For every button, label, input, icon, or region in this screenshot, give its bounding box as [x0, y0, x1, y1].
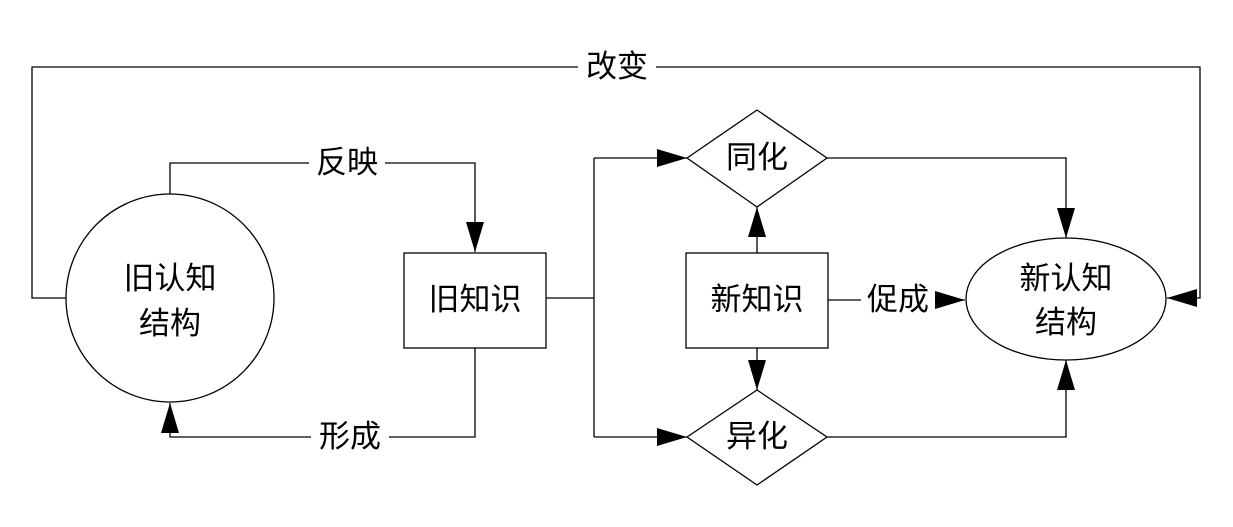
old-cognitive-structure-circle	[65, 193, 275, 403]
old-knowledge-label: 旧知识	[429, 282, 522, 318]
promote-label: 促成	[867, 282, 929, 318]
assimilation-label: 同化	[726, 140, 788, 176]
assimilation-node: 同化	[685, 109, 829, 208]
form-label-bg	[311, 420, 389, 454]
reflect-label-bg	[309, 146, 385, 180]
accommodation-to-new-structure-connector	[827, 360, 1075, 438]
change-label-bg	[578, 50, 656, 84]
new-cognitive-structure-node: 新认知 结构	[965, 237, 1167, 361]
old-knowledge-box	[403, 252, 547, 349]
old-cognitive-structure-line2: 结构	[139, 306, 201, 342]
new-cognitive-structure-line2: 结构	[1035, 305, 1097, 341]
assimilation-diamond	[685, 109, 829, 208]
reflect-label: 反映	[316, 145, 378, 181]
accommodation-label: 异化	[726, 419, 788, 455]
old-cognitive-structure-line1: 旧认知	[124, 261, 217, 297]
form-label: 形成	[319, 419, 381, 455]
new-cognitive-structure-ellipse	[965, 237, 1167, 361]
new-knowledge-node: 新知识	[685, 252, 829, 349]
change-label: 改变	[586, 49, 648, 85]
new-knowledge-box	[685, 252, 829, 349]
promote-label-bg	[861, 283, 935, 317]
new-cognitive-structure-line1: 新认知	[1020, 261, 1113, 297]
old-knowledge-node: 旧知识	[403, 252, 547, 349]
accommodation-node: 异化	[685, 389, 829, 486]
accommodation-diamond	[685, 389, 829, 486]
old-cognitive-structure-node: 旧认知 结构	[65, 193, 275, 403]
new-knowledge-label: 新知识	[711, 282, 804, 318]
assimilation-to-new-structure-connector	[827, 157, 1075, 238]
